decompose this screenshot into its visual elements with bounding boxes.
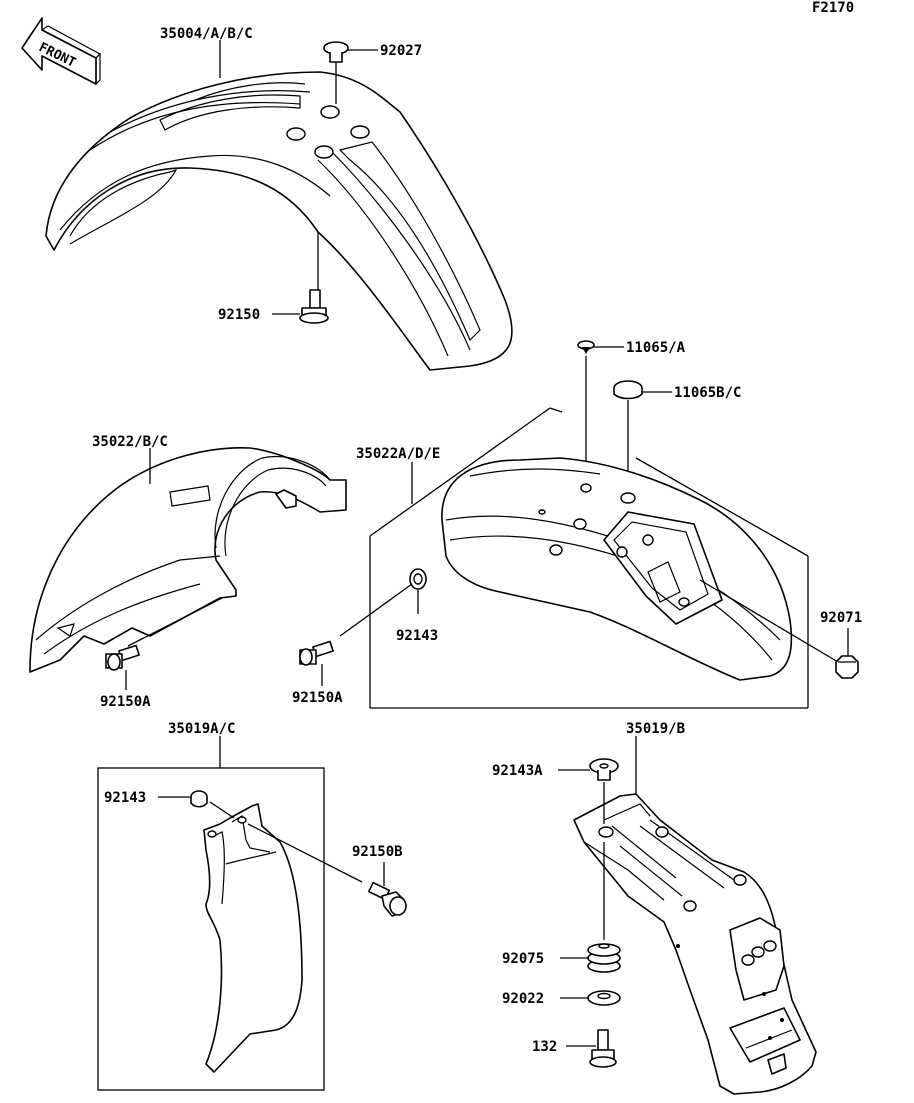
label-92150: 92150 — [218, 307, 260, 323]
bolt-92150a-mid-icon — [299, 640, 334, 666]
label-flap-left: 35019A/C — [168, 721, 235, 737]
collar-92143a-icon — [589, 758, 619, 781]
label-rear-fender-left: 35022/B/C — [92, 434, 168, 450]
bolt-92150-icon — [299, 289, 329, 324]
bolt-132-icon — [589, 1029, 617, 1068]
rear-flap-35019b — [573, 793, 817, 1095]
label-11065a: 11065/A — [626, 340, 686, 356]
grommet-92071-icon — [835, 655, 859, 679]
washer-92143-bottom-icon — [190, 790, 208, 808]
label-92022: 92022 — [502, 991, 544, 1007]
label-92150a-left: 92150A — [100, 694, 151, 710]
label-92075: 92075 — [502, 951, 544, 967]
label-rear-fender-right: 35022A/D/E — [356, 446, 440, 462]
label-132: 132 — [532, 1039, 557, 1055]
label-92143-mid: 92143 — [396, 628, 438, 644]
washer-92143-mid-icon — [409, 568, 427, 590]
washer-92022-icon — [587, 990, 621, 1006]
label-92143-bottom: 92143 — [104, 790, 146, 806]
cap-92027-icon — [323, 41, 349, 63]
label-92027: 92027 — [380, 43, 422, 59]
rear-fender-35022ade — [441, 457, 793, 681]
front-fender-35004 — [45, 71, 513, 371]
bolt-92150a-left-icon — [105, 644, 140, 671]
label-92143a: 92143A — [492, 763, 543, 779]
bolt-92150b-icon — [367, 881, 407, 917]
label-front-fender: 35004/A/B/C — [160, 26, 253, 42]
cap-11065a-icon — [577, 340, 595, 354]
label-92150b: 92150B — [352, 844, 403, 860]
label-flap-right: 35019/B — [626, 721, 685, 737]
figure-code: F2170 — [812, 0, 854, 16]
rear-fender-35022bc — [29, 446, 347, 673]
label-92071: 92071 — [820, 610, 862, 626]
front-arrow-icon: FRONT — [21, 17, 101, 86]
label-92150a-mid: 92150A — [292, 690, 343, 706]
damper-92075-icon — [587, 943, 621, 973]
mud-flap-35019ac — [203, 803, 303, 1073]
cap-11065bc-icon — [613, 380, 643, 400]
label-11065bc: 11065B/C — [674, 385, 741, 401]
